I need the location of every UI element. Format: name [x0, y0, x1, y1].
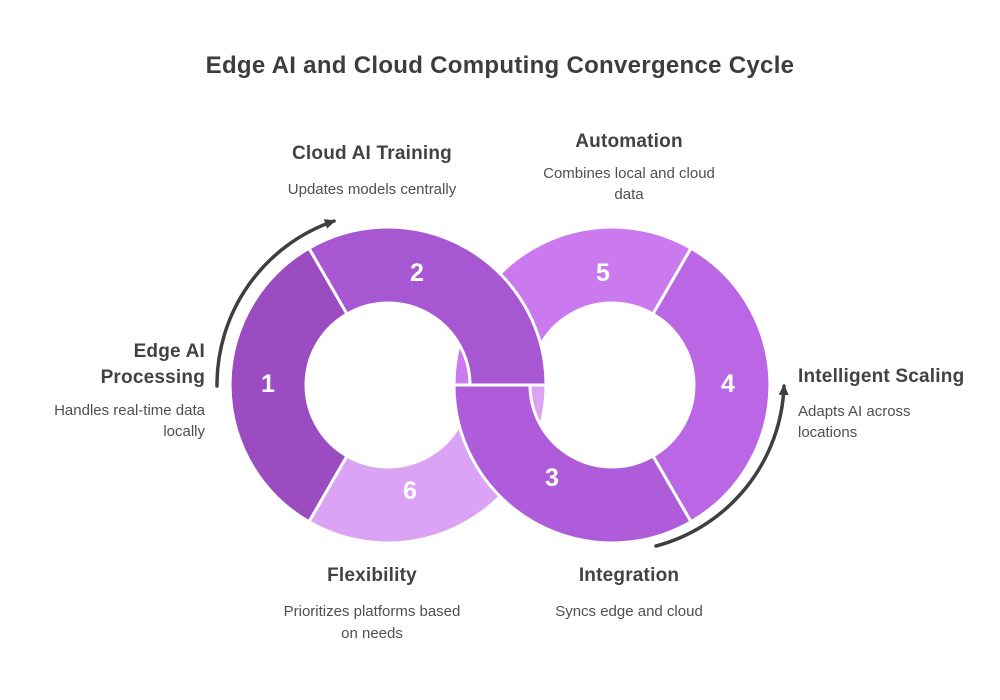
automation-description-line2: data [614, 186, 644, 203]
intelligent-scaling-description-line2: locations [798, 424, 857, 441]
label-intelligent-scaling: Intelligent Scaling Adapts AI across loc… [798, 366, 964, 441]
cycle-arrow-bottom-right [654, 384, 789, 548]
integration-description: Syncs edge and cloud [555, 603, 703, 620]
label-edge-ai-processing: Edge AI Processing Handles real-time dat… [54, 341, 206, 440]
segment-1-number: 1 [261, 370, 275, 398]
segment-6-number: 6 [403, 477, 417, 505]
segment-2-arc [307, 225, 548, 387]
page-title: Edge AI and Cloud Computing Convergence … [206, 52, 795, 79]
intelligent-scaling-heading: Intelligent Scaling [798, 366, 964, 387]
segment-2-number: 2 [410, 259, 424, 287]
edge-ai-processing-description-line1: Handles real-time data [54, 402, 206, 419]
cloud-ai-training-heading: Cloud AI Training [292, 143, 452, 164]
label-automation: Automation Combines local and cloud data [543, 131, 715, 203]
segment-3-arc [452, 383, 693, 545]
segment-4-arc [651, 246, 772, 524]
flexibility-description-line2: on needs [341, 625, 403, 642]
label-integration: Integration Syncs edge and cloud [555, 565, 703, 620]
integration-heading: Integration [579, 565, 679, 586]
edge-ai-processing-heading-line1: Edge AI [134, 341, 205, 362]
cloud-ai-training-description: Updates models centrally [288, 181, 457, 198]
edge-ai-processing-description-line2: locally [163, 423, 205, 440]
flexibility-heading: Flexibility [327, 565, 417, 586]
segment-5-number: 5 [596, 259, 610, 287]
segment-1-arc [228, 246, 349, 524]
edge-ai-processing-heading-line2: Processing [101, 367, 205, 388]
label-flexibility: Flexibility Prioritizes platforms based … [284, 565, 461, 642]
automation-heading: Automation [575, 131, 683, 152]
cycle-arrow-top-left [215, 219, 336, 388]
segment-4-number: 4 [721, 370, 735, 398]
label-cloud-ai-training: Cloud AI Training Updates models central… [288, 143, 457, 198]
intelligent-scaling-description-line1: Adapts AI across [798, 403, 911, 420]
segment-3-number: 3 [545, 464, 559, 492]
flexibility-description-line1: Prioritizes platforms based [284, 603, 461, 620]
automation-description-line1: Combines local and cloud [543, 165, 715, 182]
